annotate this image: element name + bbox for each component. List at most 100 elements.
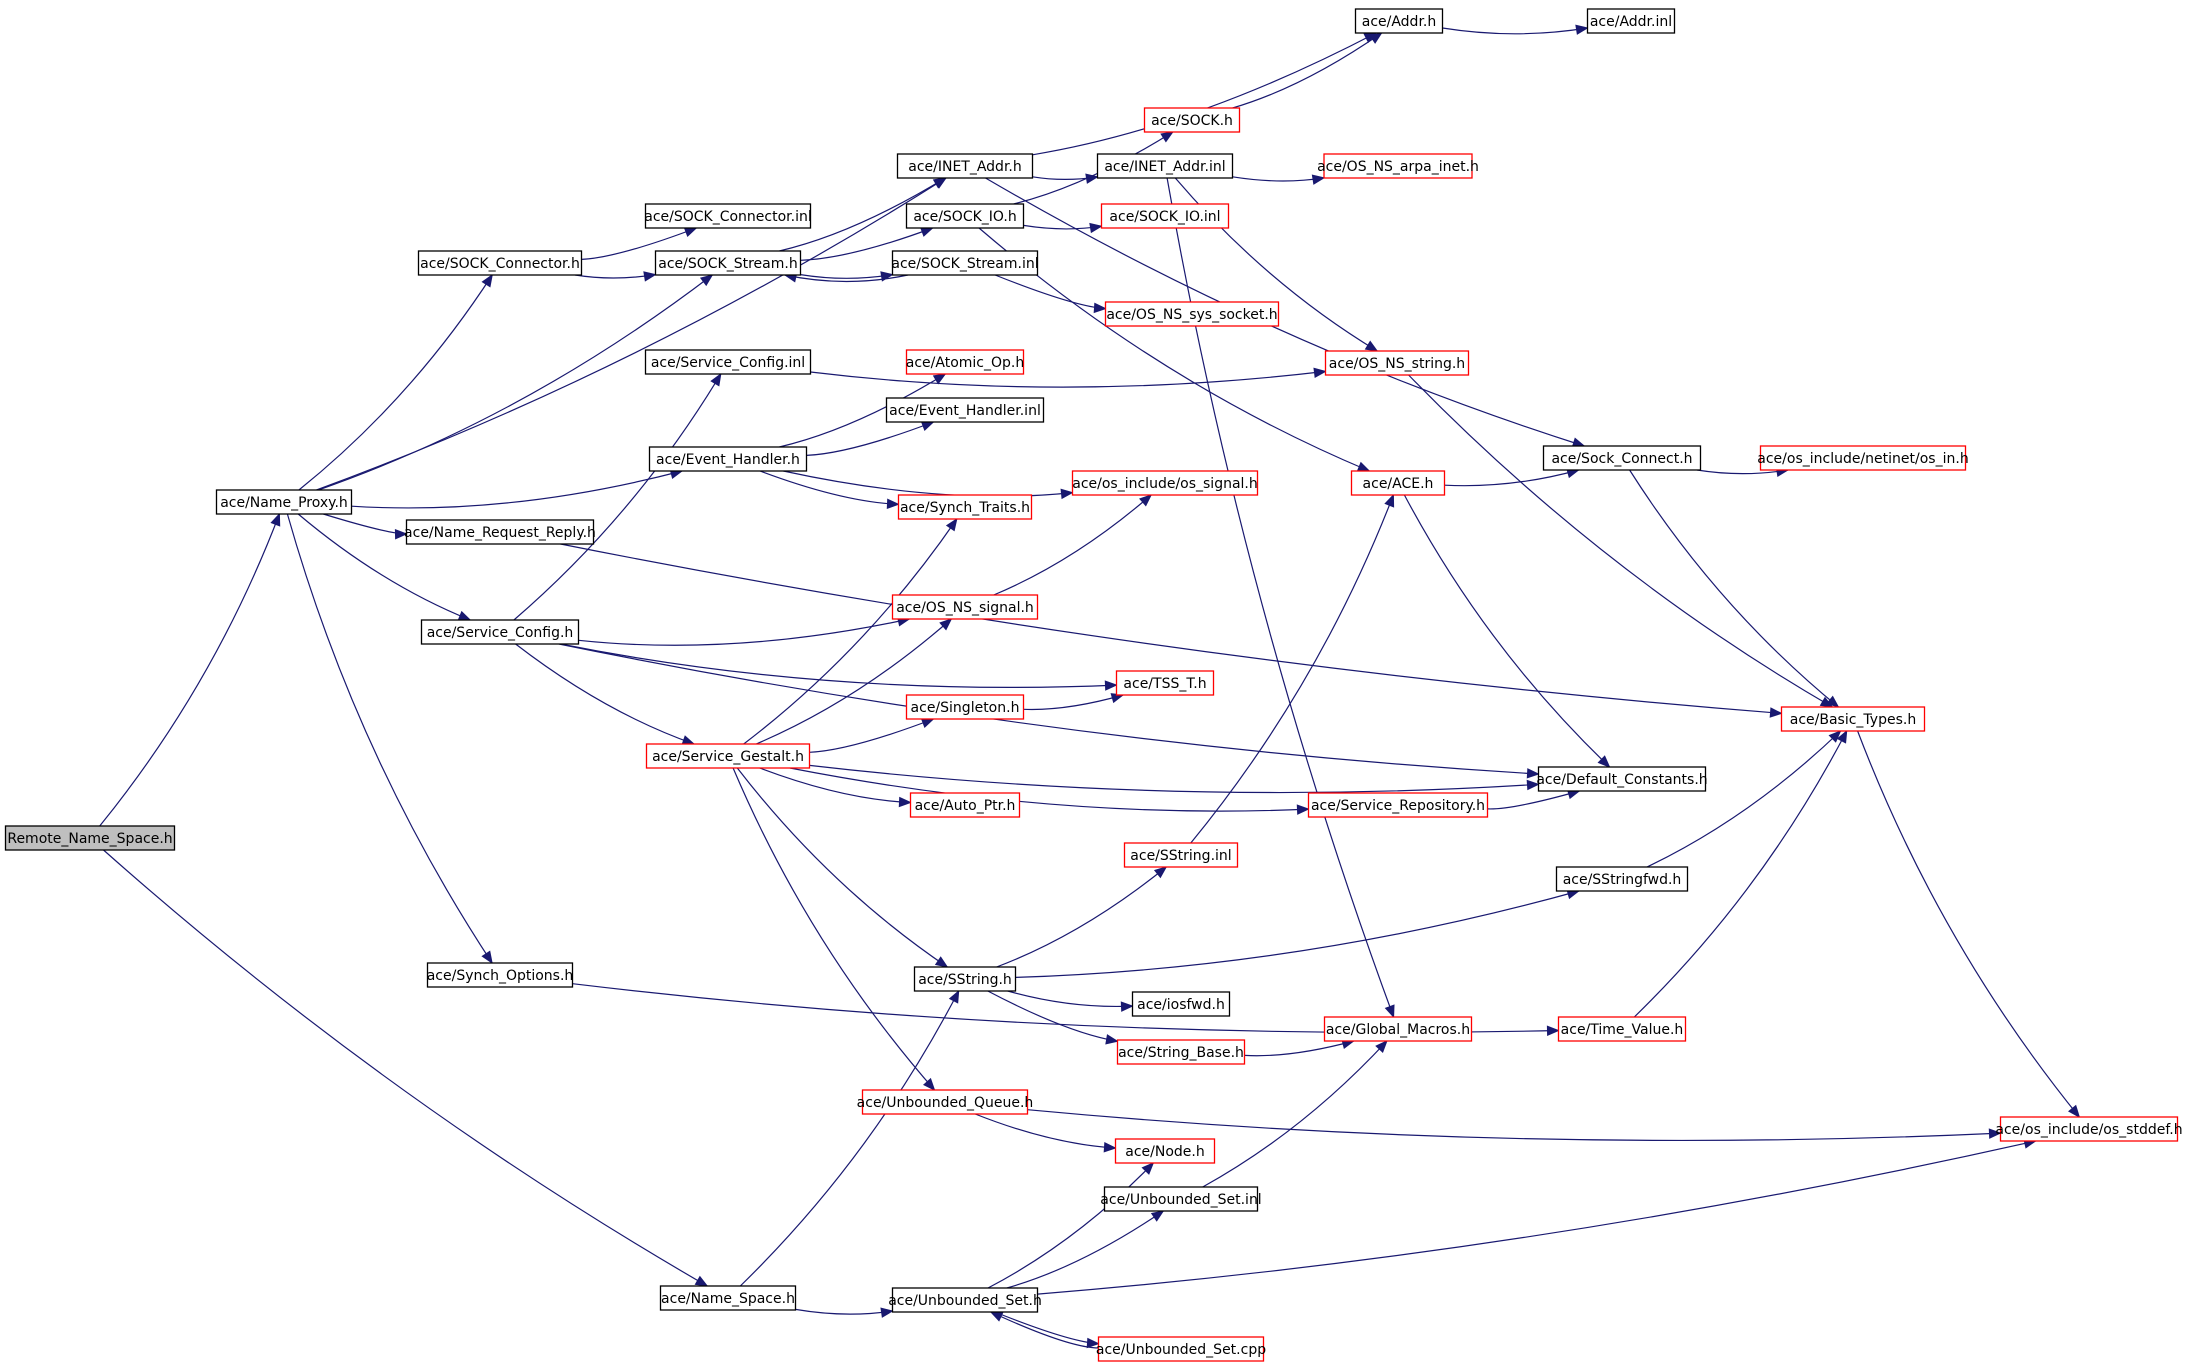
node-sstringinl[interactable]: ace/SString.inl [1123, 842, 1239, 868]
node-inetaddr-box[interactable] [896, 153, 1034, 179]
node-sockio[interactable]: ace/SOCK_IO.h [905, 203, 1025, 229]
node-aceh-box[interactable] [1350, 470, 1446, 496]
node-syssocket[interactable]: ace/OS_NS_sys_socket.h [1104, 301, 1280, 327]
node-servicegestalt-box[interactable] [645, 743, 811, 769]
node-eventhandler-box[interactable] [648, 446, 808, 472]
node-netinet[interactable]: ace/os_include/netinet/os_in.h [1757, 445, 1969, 471]
node-sockconnect-box[interactable] [1542, 445, 1702, 471]
node-sstringfwd[interactable]: ace/SStringfwd.h [1555, 866, 1689, 892]
node-namerequest-box[interactable] [405, 519, 595, 545]
node-defaultconstants-box[interactable] [1537, 766, 1707, 792]
node-arpainet[interactable]: ace/OS_NS_arpa_inet.h [1317, 153, 1479, 179]
node-synchtraits-box[interactable] [897, 494, 1033, 520]
node-unboundedsetcpp[interactable]: ace/Unbounded_Set.cpp [1096, 1336, 1266, 1362]
node-nodeh[interactable]: ace/Node.h [1114, 1138, 1216, 1164]
node-sockconnect[interactable]: ace/Sock_Connect.h [1542, 445, 1702, 471]
node-sockconnectorinl[interactable]: ace/SOCK_Connector.inl [644, 203, 812, 229]
node-stringbase[interactable]: ace/String_Base.h [1116, 1039, 1246, 1065]
node-unboundedsetcpp-box[interactable] [1097, 1336, 1265, 1362]
node-nameproxy[interactable]: ace/Name_Proxy.h [215, 489, 353, 515]
node-ossignal[interactable]: ace/os_include/os_signal.h [1071, 470, 1259, 496]
node-unboundedqueue[interactable]: ace/Unbounded_Queue.h [857, 1089, 1034, 1115]
node-serviceconfiginl-box[interactable] [644, 349, 812, 375]
node-serviceconfig-box[interactable] [420, 619, 580, 645]
node-synchoptions-box[interactable] [426, 962, 574, 988]
node-servicerepository[interactable]: ace/Service_Repository.h [1307, 792, 1489, 818]
node-sockstream-box[interactable] [654, 250, 802, 276]
node-globalmacros[interactable]: ace/Global_Macros.h [1323, 1016, 1473, 1042]
node-addr-box[interactable] [1354, 8, 1444, 34]
node-addrinl-box[interactable] [1586, 8, 1676, 34]
node-remote[interactable]: Remote_Name_Space.h [4, 825, 176, 851]
node-synchtraits[interactable]: ace/Synch_Traits.h [897, 494, 1033, 520]
node-addr[interactable]: ace/Addr.h [1354, 8, 1444, 34]
node-sockio-box[interactable] [905, 203, 1025, 229]
node-eventhandlerinl-box[interactable] [885, 397, 1045, 423]
node-nsstring[interactable]: ace/OS_NS_string.h [1324, 350, 1470, 376]
node-unboundedsetinl-box[interactable] [1103, 1186, 1259, 1212]
node-sockconnectorinl-box[interactable] [644, 203, 812, 229]
node-sstringfwd-box[interactable] [1555, 866, 1689, 892]
node-singleton[interactable]: ace/Singleton.h [905, 694, 1025, 720]
node-syssocket-box[interactable] [1104, 301, 1280, 327]
node-iosfwd-box[interactable] [1131, 991, 1231, 1017]
node-nameproxy-box[interactable] [215, 489, 353, 515]
node-namerequest[interactable]: ace/Name_Request_Reply.h [404, 519, 596, 545]
node-basictypes-box[interactable] [1780, 706, 1926, 732]
node-sockh-box[interactable] [1143, 107, 1241, 133]
node-timevalue[interactable]: ace/Time_Value.h [1557, 1016, 1687, 1042]
node-eventhandler[interactable]: ace/Event_Handler.h [648, 446, 808, 472]
node-eventhandlerinl[interactable]: ace/Event_Handler.inl [885, 397, 1045, 423]
node-sstring-box[interactable] [913, 966, 1017, 992]
node-atomicop[interactable]: ace/Atomic_Op.h [905, 349, 1025, 375]
node-iosfwd[interactable]: ace/iosfwd.h [1131, 991, 1231, 1017]
node-inetaddrinl-box[interactable] [1096, 153, 1234, 179]
node-tsst[interactable]: ace/TSS_T.h [1115, 670, 1215, 696]
node-serviceconfig[interactable]: ace/Service_Config.h [420, 619, 580, 645]
node-aceh[interactable]: ace/ACE.h [1350, 470, 1446, 496]
node-synchoptions[interactable]: ace/Synch_Options.h [426, 962, 574, 988]
node-basictypes[interactable]: ace/Basic_Types.h [1780, 706, 1926, 732]
node-nssignal-box[interactable] [891, 594, 1039, 620]
node-nodeh-box[interactable] [1114, 1138, 1216, 1164]
node-addrinl[interactable]: ace/Addr.inl [1586, 8, 1676, 34]
node-tsst-box[interactable] [1115, 670, 1215, 696]
node-inetaddr[interactable]: ace/INET_Addr.h [896, 153, 1034, 179]
node-sockconnector-box[interactable] [417, 250, 583, 276]
node-sockioinl-box[interactable] [1100, 203, 1230, 229]
node-sockh[interactable]: ace/SOCK.h [1143, 107, 1241, 133]
node-unboundedsetinl[interactable]: ace/Unbounded_Set.inl [1100, 1186, 1262, 1212]
node-servicerepository-box[interactable] [1307, 792, 1489, 818]
node-namespace[interactable]: ace/Name_Space.h [659, 1285, 797, 1311]
node-sockstreaminl-box[interactable] [891, 250, 1039, 276]
node-sstringinl-box[interactable] [1123, 842, 1239, 868]
node-sockstreaminl[interactable]: ace/SOCK_Stream.inl [891, 250, 1039, 276]
node-singleton-box[interactable] [905, 694, 1025, 720]
node-sockconnector[interactable]: ace/SOCK_Connector.h [417, 250, 583, 276]
node-globalmacros-box[interactable] [1323, 1016, 1473, 1042]
node-unboundedset[interactable]: ace/Unbounded_Set.h [888, 1287, 1042, 1313]
node-sstring[interactable]: ace/SString.h [913, 966, 1017, 992]
node-unboundedset-box[interactable] [891, 1287, 1039, 1313]
node-osstddef[interactable]: ace/os_include/os_stddef.h [1995, 1116, 2183, 1142]
node-osstddef-box[interactable] [1999, 1116, 2179, 1142]
node-nsstring-box[interactable] [1324, 350, 1470, 376]
node-nssignal[interactable]: ace/OS_NS_signal.h [891, 594, 1039, 620]
node-timevalue-box[interactable] [1557, 1016, 1687, 1042]
node-sockstream[interactable]: ace/SOCK_Stream.h [654, 250, 802, 276]
node-remote-box[interactable] [4, 825, 176, 851]
node-autoptr[interactable]: ace/Auto_Ptr.h [909, 792, 1021, 818]
node-arpainet-box[interactable] [1323, 153, 1473, 179]
node-unboundedqueue-box[interactable] [861, 1089, 1029, 1115]
node-inetaddrinl[interactable]: ace/INET_Addr.inl [1096, 153, 1234, 179]
node-atomicop-box[interactable] [905, 349, 1025, 375]
node-stringbase-box[interactable] [1116, 1039, 1246, 1065]
node-sockioinl[interactable]: ace/SOCK_IO.inl [1100, 203, 1230, 229]
node-namespace-box[interactable] [659, 1285, 797, 1311]
node-ossignal-box[interactable] [1071, 470, 1259, 496]
node-netinet-box[interactable] [1759, 445, 1967, 471]
node-servicegestalt[interactable]: ace/Service_Gestalt.h [645, 743, 811, 769]
node-defaultconstants[interactable]: ace/Default_Constants.h [1536, 766, 1708, 792]
node-serviceconfiginl[interactable]: ace/Service_Config.inl [644, 349, 812, 375]
node-autoptr-box[interactable] [909, 792, 1021, 818]
